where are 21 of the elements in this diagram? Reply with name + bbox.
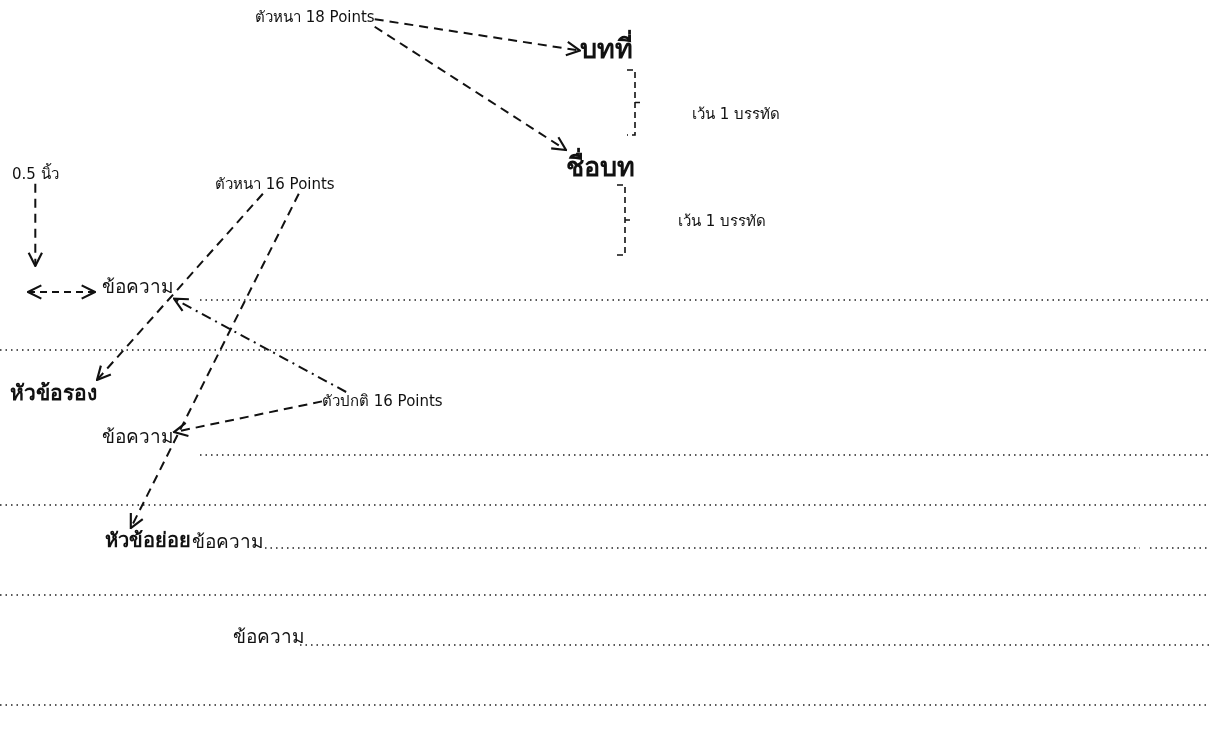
annotation-text: 0.5 นิ้ว bbox=[12, 165, 59, 184]
arrow bbox=[373, 25, 568, 152]
arrow bbox=[373, 18, 582, 57]
subsection-heading: หัวข้อย่อย bbox=[105, 528, 191, 553]
arrow bbox=[95, 192, 264, 382]
arrow bbox=[172, 400, 323, 437]
section-heading: หัวข้อรอง bbox=[10, 380, 97, 407]
body-text: ข้อความ bbox=[102, 275, 174, 299]
spacing-note: เว้น 1 บรรทัด bbox=[692, 105, 781, 124]
spacing-note: เว้น 1 บรรทัด bbox=[678, 212, 767, 231]
arrow bbox=[27, 182, 44, 268]
arrow bbox=[172, 297, 348, 393]
chapter-heading: บทที่ bbox=[580, 32, 633, 66]
body-text: ข้อความ bbox=[233, 625, 305, 649]
annotation-text: ตัวหนา 16 Points bbox=[215, 175, 335, 194]
annotation-text: ตัวหนา 18 Points bbox=[255, 8, 375, 27]
body-text: ข้อความ bbox=[192, 530, 264, 554]
arrow bbox=[129, 192, 300, 530]
body-text: ข้อความ bbox=[102, 425, 174, 449]
chapter-title: ชื่อบท bbox=[566, 150, 635, 184]
annotation-text: ตัวปกติ 16 Points bbox=[322, 392, 443, 411]
